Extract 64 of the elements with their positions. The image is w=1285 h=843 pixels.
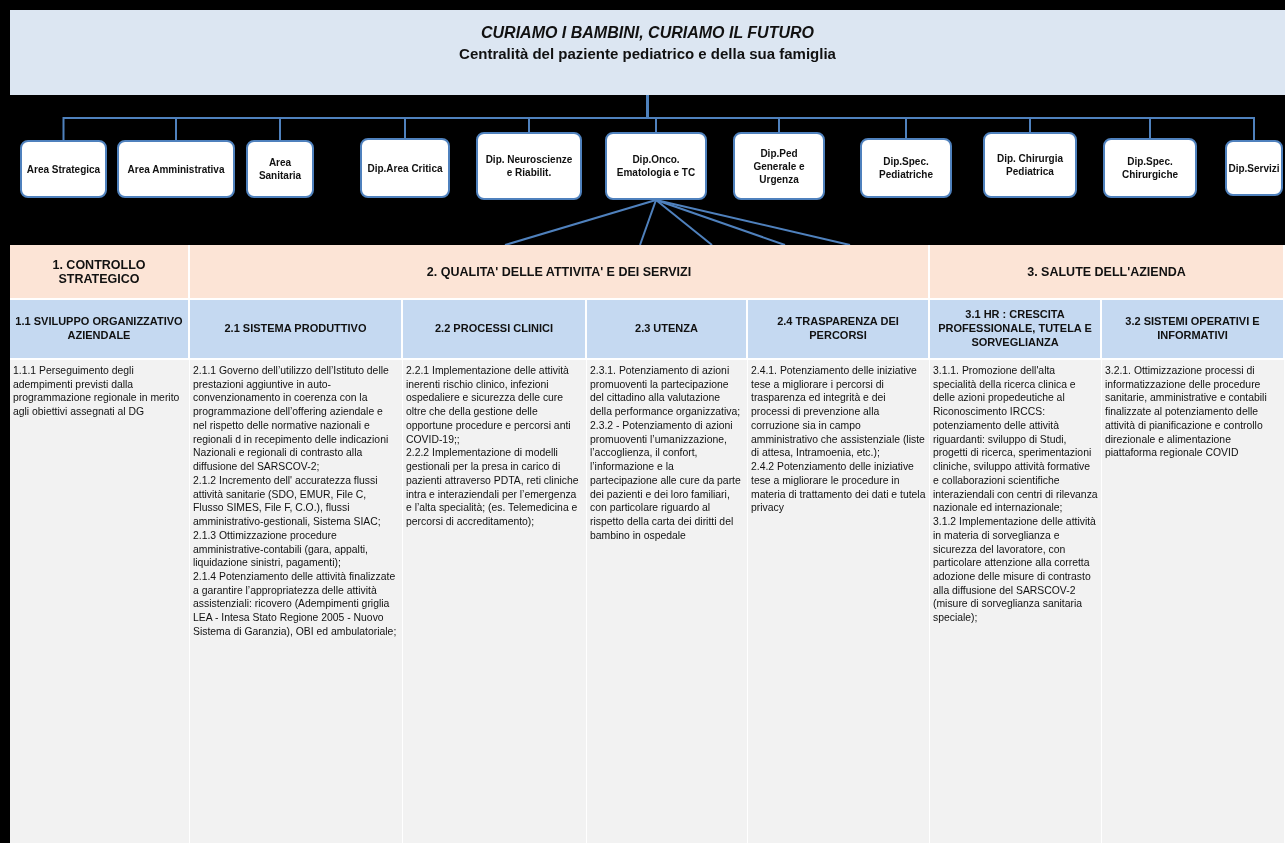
department-name: Dip.Spec. Chirurgiche xyxy=(1120,155,1180,181)
objective-text: 2.1.2 Incremento dell' accuratezza flussi attività sanitarie (SDO, EMUR, File C, Flusso SIMES, File F, C.O.), flussi amministrativo-gestionali, Sistema SIAC; xyxy=(193,473,382,529)
category-title: 1. CONTROLLO STRATEGICO xyxy=(51,257,147,286)
objectives-cell xyxy=(10,360,190,843)
objective-text: 2.4.2 Potenziamento delle iniziative tese a migliorare le procedure in materia di trattamento dei dati e tutela privacy xyxy=(751,460,926,516)
objective-text: 3.1.1. Promozione dell'alta specialità della ricerca clinica e delle azioni propedeutiche al Riconoscimento IRCCS: potenziamento delle attività riguardanti: sviluppo di Studi, progetti di ricerca, sperimentazioni cliniche, sviluppo attività formative e collaborazioni scientifiche interaziendali con centri di rilevanza nazionale ed internazionale; xyxy=(933,364,1098,516)
subcategory-header-cell xyxy=(1102,300,1285,360)
category-title: 2. QUALITA' DELLE ATTIVITA' E DEI SERVIZI xyxy=(426,264,692,279)
subcategory-title: 2.1 SISTEMA PRODUTTIVO xyxy=(224,322,367,336)
subcategory-header-cell xyxy=(10,300,190,360)
objective-text: 2.3.2 - Potenziamento di azioni promuoventi l’umanizzazione, l’accoglienza, il confort, l’informazione e la partecipazione alle cure da parte dei pazienti e dei loro familiari, con particolare riguardo al rispetto della carta dei diritti del bambino in ospedale xyxy=(590,418,742,543)
department-name: Area Amministrativa xyxy=(127,162,225,176)
category-header-cell xyxy=(190,245,930,300)
header-banner xyxy=(10,10,1285,95)
subcategory-header-cell xyxy=(403,300,587,360)
subcategory-title: 1.1 SVILUPPO ORGANIZZATIVO AZIENDALE xyxy=(14,315,184,343)
category-title: 3. SALUTE DELL'AZIENDA xyxy=(1027,264,1186,279)
objective-text: 2.2.1 Implementazione delle attività inerenti rischio clinico, infezioni ospedaliere e sicurezza delle cure oltre che della gestione delle opportune procedure e percorsi anti COVID-19;; xyxy=(406,364,572,447)
category-header-cell xyxy=(10,245,190,300)
objective-text: 2.4.1. Potenziamento delle iniziative tese a migliorare i percorsi di trasparenza ed integrità e dei processi di prevenzione alla corruzione sia in campo amministrativo che assistenziale (liste di attesa, Intramoenia, etc.); xyxy=(751,364,926,461)
department-name: Area Sanitaria xyxy=(257,156,303,182)
objective-text: 1.1.1 Perseguimento degli adempimenti previsti dalla programmazione regionale in merito agli obiettivi assegnati al DG xyxy=(13,364,181,419)
department-name: Dip. Chirurgia Pediatrica xyxy=(995,152,1065,178)
department-name: Dip.Servizi xyxy=(1228,161,1280,175)
department-box xyxy=(117,140,235,198)
department-name: Dip.Spec. Pediatriche xyxy=(878,155,934,181)
connector-line xyxy=(655,199,713,246)
connector-line xyxy=(639,199,657,246)
banner-title: CURIAMO I BAMBINI, CURIAMO IL FUTURO xyxy=(481,24,814,42)
department-box xyxy=(983,132,1077,198)
subcategory-title: 2.3 UTENZA xyxy=(635,322,698,336)
objective-text: 3.1.2 Implementazione delle attività in materia di sorveglianza e sicurezza del lavoratore, con particolare attenzione alla corretta adozione delle misure di contrasto alla diffusione del SARSCOV-2 (misure di sorveglianza sanitaria speciale); xyxy=(933,515,1097,625)
department-box xyxy=(360,138,450,198)
department-box xyxy=(1103,138,1197,198)
subcategory-header-cell xyxy=(748,300,930,360)
banner-subtitle: Centralità del paziente pediatrico e della sua famiglia xyxy=(459,45,836,62)
objective-text: 2.1.1 Governo dell’utilizzo dell’Istituto delle prestazioni aggiuntive in auto-convenzionamento in coerenza con la programmazione dell’offering aziendale e nel rispetto delle normative nazionali e regionali d in recepimento delle indicazioni Nazionali e regionali di contrasto alla diffusione del SARSCOV-2; xyxy=(193,364,390,474)
subcategory-title: 3.2 SISTEMI OPERATIVI E INFORMATIVI xyxy=(1124,315,1261,343)
department-box xyxy=(20,140,107,198)
subcategory-header-cell xyxy=(587,300,748,360)
department-name: Dip.Area Critica xyxy=(367,161,443,175)
department-box xyxy=(860,138,952,198)
objective-text: 2.3.1. Potenziamento di azioni promuoventi la partecipazione del cittadino alla valutazione della performance organizzativa; xyxy=(590,364,742,419)
department-name: Dip.Onco. Ematologia e TC xyxy=(615,153,697,179)
department-box xyxy=(733,132,825,200)
objective-text: 2.1.3 Ottimizzazione procedure amministrative-contabili (gara, appalti, liquidazione sinistri, pagamenti); xyxy=(193,528,369,570)
department-box xyxy=(246,140,314,198)
objective-text: 2.1.4 Potenziamento delle attività finalizzate a garantire l’appropriatezza delle attività assistenziali: ricovero (Adempimenti griglia LEA - Intesa Stato Regione 2005 - Nuovo Sistema di Garanzia), OBI ed ambulatoriale; xyxy=(193,570,398,639)
category-header-cell xyxy=(930,245,1285,300)
connector-line xyxy=(655,199,786,246)
department-box xyxy=(1225,140,1283,196)
objective-text: 2.2.2 Implementazione di modelli gestionali per la presa in carico di pazienti attraverso PDTA, reti cliniche intra e interaziendali per l’emergenza e l’alta specialità; (es. Telemedicina e percorsi di accreditamento); xyxy=(406,446,580,529)
department-box xyxy=(605,132,707,200)
subcategory-title: 2.2 PROCESSI CLINICI xyxy=(435,322,553,336)
subcategory-header-cell xyxy=(930,300,1102,360)
subcategory-title: 2.4 TRASPARENZA DEI PERCORSI xyxy=(776,315,900,343)
connector-line xyxy=(504,199,657,246)
department-name: Area Strategica xyxy=(26,162,101,176)
department-name: Dip.Ped Generale e Urgenza xyxy=(752,146,806,186)
subcategory-header-cell xyxy=(190,300,403,360)
department-name: Dip. Neuroscienze e Riabilit. xyxy=(484,153,574,179)
subcategory-title: 3.1 HR : CRESCITA PROFESSIONALE, TUTELA E SORVEGLIANZA xyxy=(937,308,1093,350)
objective-text: 3.2.1. Ottimizzazione processi di informatizzazione delle procedure sanitarie, amministrative e contabili finalizzate al potenziamento delle attività di pianificazione e controllo direzionale e alimentazione piattaforma regionale COVID xyxy=(1105,364,1268,461)
department-box xyxy=(476,132,582,200)
